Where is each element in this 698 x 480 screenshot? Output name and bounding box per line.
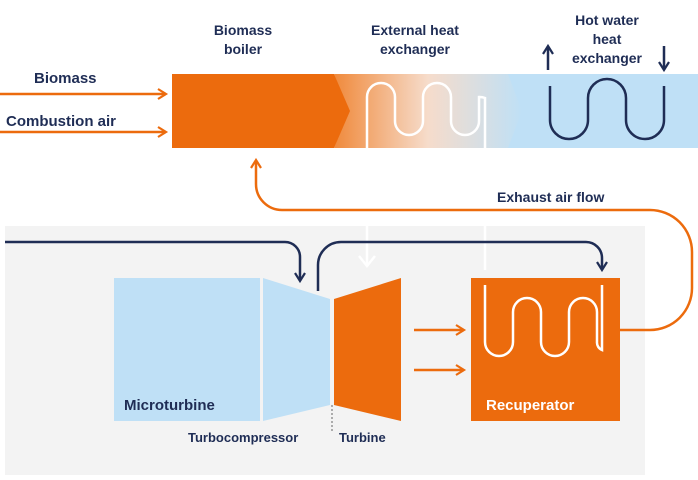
- exhaust-air-flow-line: [250, 157, 694, 332]
- recuperator-block: [471, 278, 620, 421]
- biomass-boiler-label: Biomass boiler: [213, 22, 273, 57]
- biomass-boiler-block: [172, 74, 350, 148]
- exhaust-air-flow-label: Exhaust air flow: [497, 189, 605, 205]
- microturbine-label: Microturbine: [124, 397, 215, 414]
- hot-water-hx-block: [498, 74, 698, 148]
- hot-water-heat-exchanger-label: Hot water heat exchanger: [571, 12, 643, 66]
- external-hx-coil: [365, 81, 487, 270]
- recuperator-coil: [483, 285, 604, 358]
- turbocompressor-label: Turbocompressor: [188, 430, 299, 445]
- combustion-air-input-label: Combustion air: [6, 113, 117, 130]
- turbine-block: [334, 278, 401, 421]
- recuperator-label: Recuperator: [486, 397, 575, 414]
- hot-water-hx-coil: [548, 77, 666, 141]
- external-heat-exchanger-label: External heat exchanger: [371, 22, 459, 57]
- biomass-input-label: Biomass: [34, 70, 97, 87]
- turbocompressor-block: [263, 278, 330, 421]
- compressed-air-to-recuperator-line: [316, 240, 608, 291]
- turbine-label: Turbine: [339, 430, 386, 445]
- compressor-air-inlet-line: [5, 240, 306, 284]
- microturbine-block: [114, 278, 260, 421]
